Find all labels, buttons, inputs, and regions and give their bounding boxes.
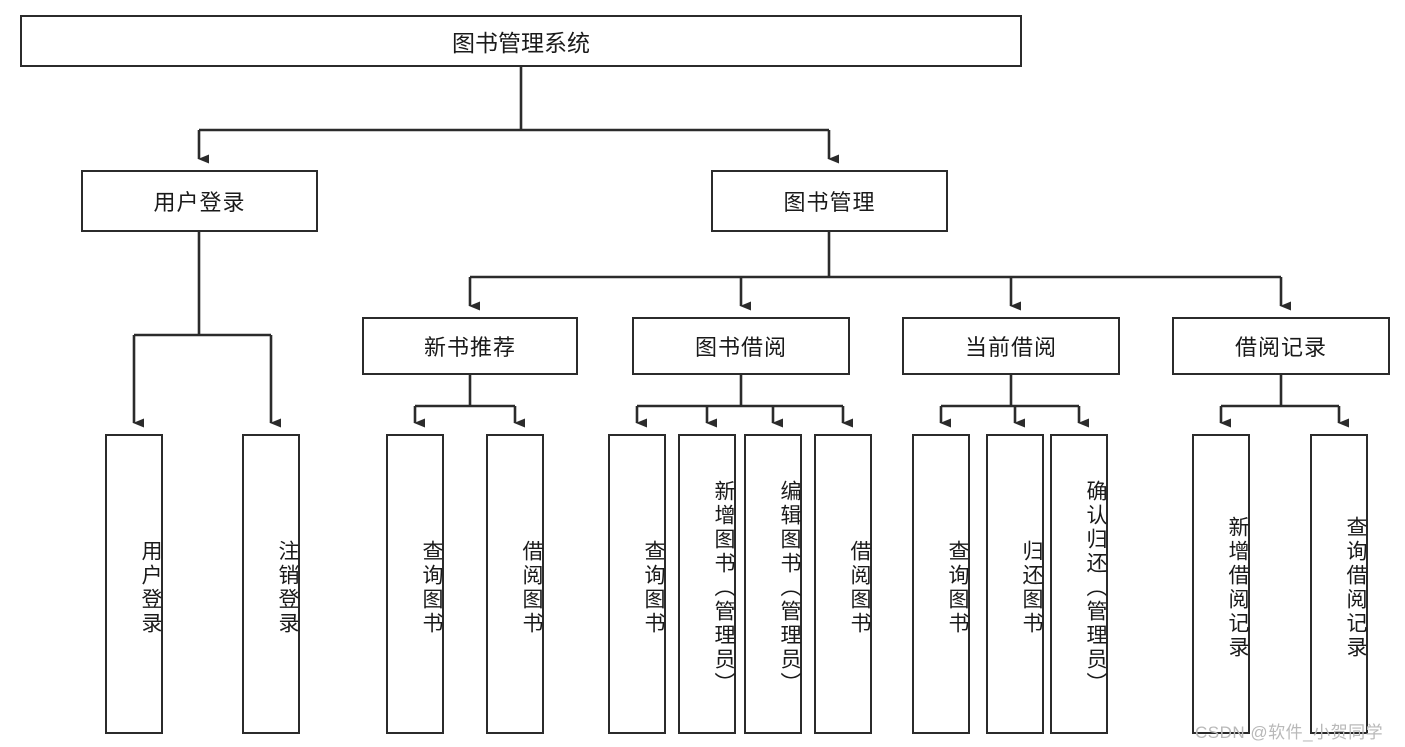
- node-label: 图书借阅: [694, 335, 787, 360]
- node-leaf-add-record[interactable]: 新增借阅记录: [1192, 434, 1250, 734]
- node-label: 编辑图书（管理员）: [778, 480, 801, 696]
- node-label: 查询图书: [946, 540, 969, 636]
- node-label: 借阅记录: [1234, 335, 1327, 360]
- node-leaf-logout[interactable]: 注销登录: [242, 434, 300, 734]
- node-label: 新增图书（管理员）: [712, 480, 735, 696]
- node-label: 查询借阅记录: [1344, 516, 1367, 660]
- node-label: 确认归还（管理员）: [1084, 480, 1107, 696]
- node-label: 用户登录: [139, 540, 162, 636]
- node-label: 新书推荐: [423, 335, 516, 360]
- node-borrow-record[interactable]: 借阅记录: [1172, 317, 1390, 375]
- node-leaf-add-book[interactable]: 新增图书（管理员）: [678, 434, 736, 734]
- node-label: 用户登录: [153, 190, 246, 215]
- watermark: CSDN @软件_小贺同学: [1195, 723, 1384, 742]
- node-label: 注销登录: [276, 540, 299, 636]
- node-user-login[interactable]: 用户登录: [81, 170, 318, 232]
- node-book-borrow[interactable]: 图书借阅: [632, 317, 850, 375]
- node-label: 借阅图书: [848, 540, 871, 636]
- node-root-label: 图书管理系统: [452, 30, 590, 56]
- node-root[interactable]: 图书管理系统: [20, 15, 1022, 67]
- node-leaf-query-book-1[interactable]: 查询图书: [386, 434, 444, 734]
- node-leaf-user-login[interactable]: 用户登录: [105, 434, 163, 734]
- node-label: 查询图书: [642, 540, 665, 636]
- node-label: 当前借阅: [964, 335, 1057, 360]
- node-leaf-query-book-2[interactable]: 查询图书: [608, 434, 666, 734]
- node-leaf-query-book-3[interactable]: 查询图书: [912, 434, 970, 734]
- node-label: 归还图书: [1020, 540, 1043, 636]
- node-leaf-edit-book[interactable]: 编辑图书（管理员）: [744, 434, 802, 734]
- node-current-borrow[interactable]: 当前借阅: [902, 317, 1120, 375]
- node-label: 新增借阅记录: [1226, 516, 1249, 660]
- node-new-book-rec[interactable]: 新书推荐: [362, 317, 578, 375]
- node-leaf-return-book[interactable]: 归还图书: [986, 434, 1044, 734]
- node-leaf-borrow-book-1[interactable]: 借阅图书: [486, 434, 544, 734]
- node-book-manage[interactable]: 图书管理: [711, 170, 948, 232]
- node-leaf-confirm-return[interactable]: 确认归还（管理员）: [1050, 434, 1108, 734]
- node-label: 图书管理: [783, 190, 876, 215]
- node-leaf-borrow-book-2[interactable]: 借阅图书: [814, 434, 872, 734]
- node-label: 查询图书: [420, 540, 443, 636]
- node-label: 借阅图书: [520, 540, 543, 636]
- node-leaf-query-record[interactable]: 查询借阅记录: [1310, 434, 1368, 734]
